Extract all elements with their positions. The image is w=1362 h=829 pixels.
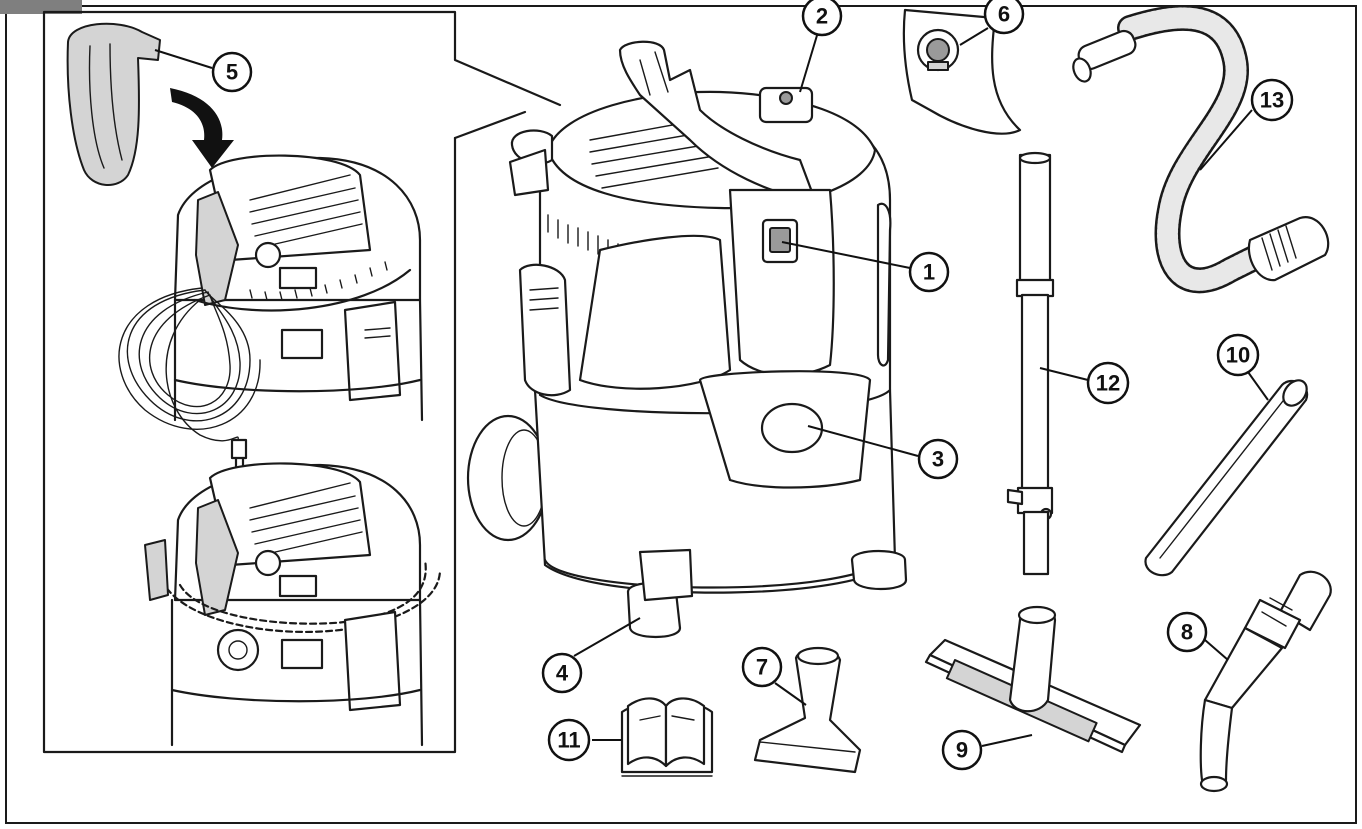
callout-label: 9	[956, 738, 968, 763]
callout-4: 4	[541, 652, 583, 694]
callout-11: 11	[547, 718, 591, 762]
callout-8: 8	[1166, 611, 1208, 653]
corner-tab	[0, 0, 82, 14]
callout-5: 5	[211, 51, 253, 93]
callout-13: 13	[1250, 78, 1294, 122]
callout-label: 4	[556, 661, 569, 686]
vacuum-top-illustration-b	[144, 462, 442, 747]
leader-lines	[154, 27, 1269, 747]
extension-tube-illustration	[1006, 151, 1055, 576]
callout-label: 6	[998, 2, 1010, 27]
callout-label: 7	[756, 655, 768, 680]
inset-panel	[42, 10, 562, 754]
hose-illustration	[1072, 4, 1330, 294]
outer-frame	[5, 5, 1357, 824]
callout-6: 6	[983, 0, 1025, 35]
callout-label: 3	[932, 447, 944, 472]
upholstery-nozzle-illustration	[753, 646, 862, 774]
callout-2: 2	[801, 0, 843, 37]
callout-label: 2	[816, 4, 828, 29]
filter-bag-illustration	[902, 8, 1022, 135]
cable-hook-illustration	[66, 22, 234, 186]
callout-label: 5	[226, 60, 238, 85]
callout-9: 9	[941, 729, 983, 771]
callout-label: 13	[1260, 88, 1284, 113]
callout-7: 7	[741, 646, 783, 688]
crevice-adapter-illustration	[1199, 570, 1332, 793]
callout-label: 8	[1181, 620, 1193, 645]
callout-12: 12	[1086, 361, 1130, 405]
manual-icon	[620, 697, 714, 777]
callout-label: 1	[923, 260, 935, 285]
crevice-tool-illustration	[1144, 379, 1309, 577]
callout-label: 12	[1096, 371, 1120, 396]
vacuum-top-illustration-a	[118, 154, 424, 472]
callout-label: 11	[557, 728, 580, 753]
floor-brush-illustration	[924, 605, 1142, 754]
callout-1: 1	[908, 251, 950, 293]
callout-3: 3	[917, 438, 959, 480]
arrow-icon	[170, 88, 234, 168]
vacuum-main-body	[466, 40, 908, 638]
callout-label: 10	[1226, 343, 1250, 368]
callout-10: 10	[1216, 333, 1260, 377]
